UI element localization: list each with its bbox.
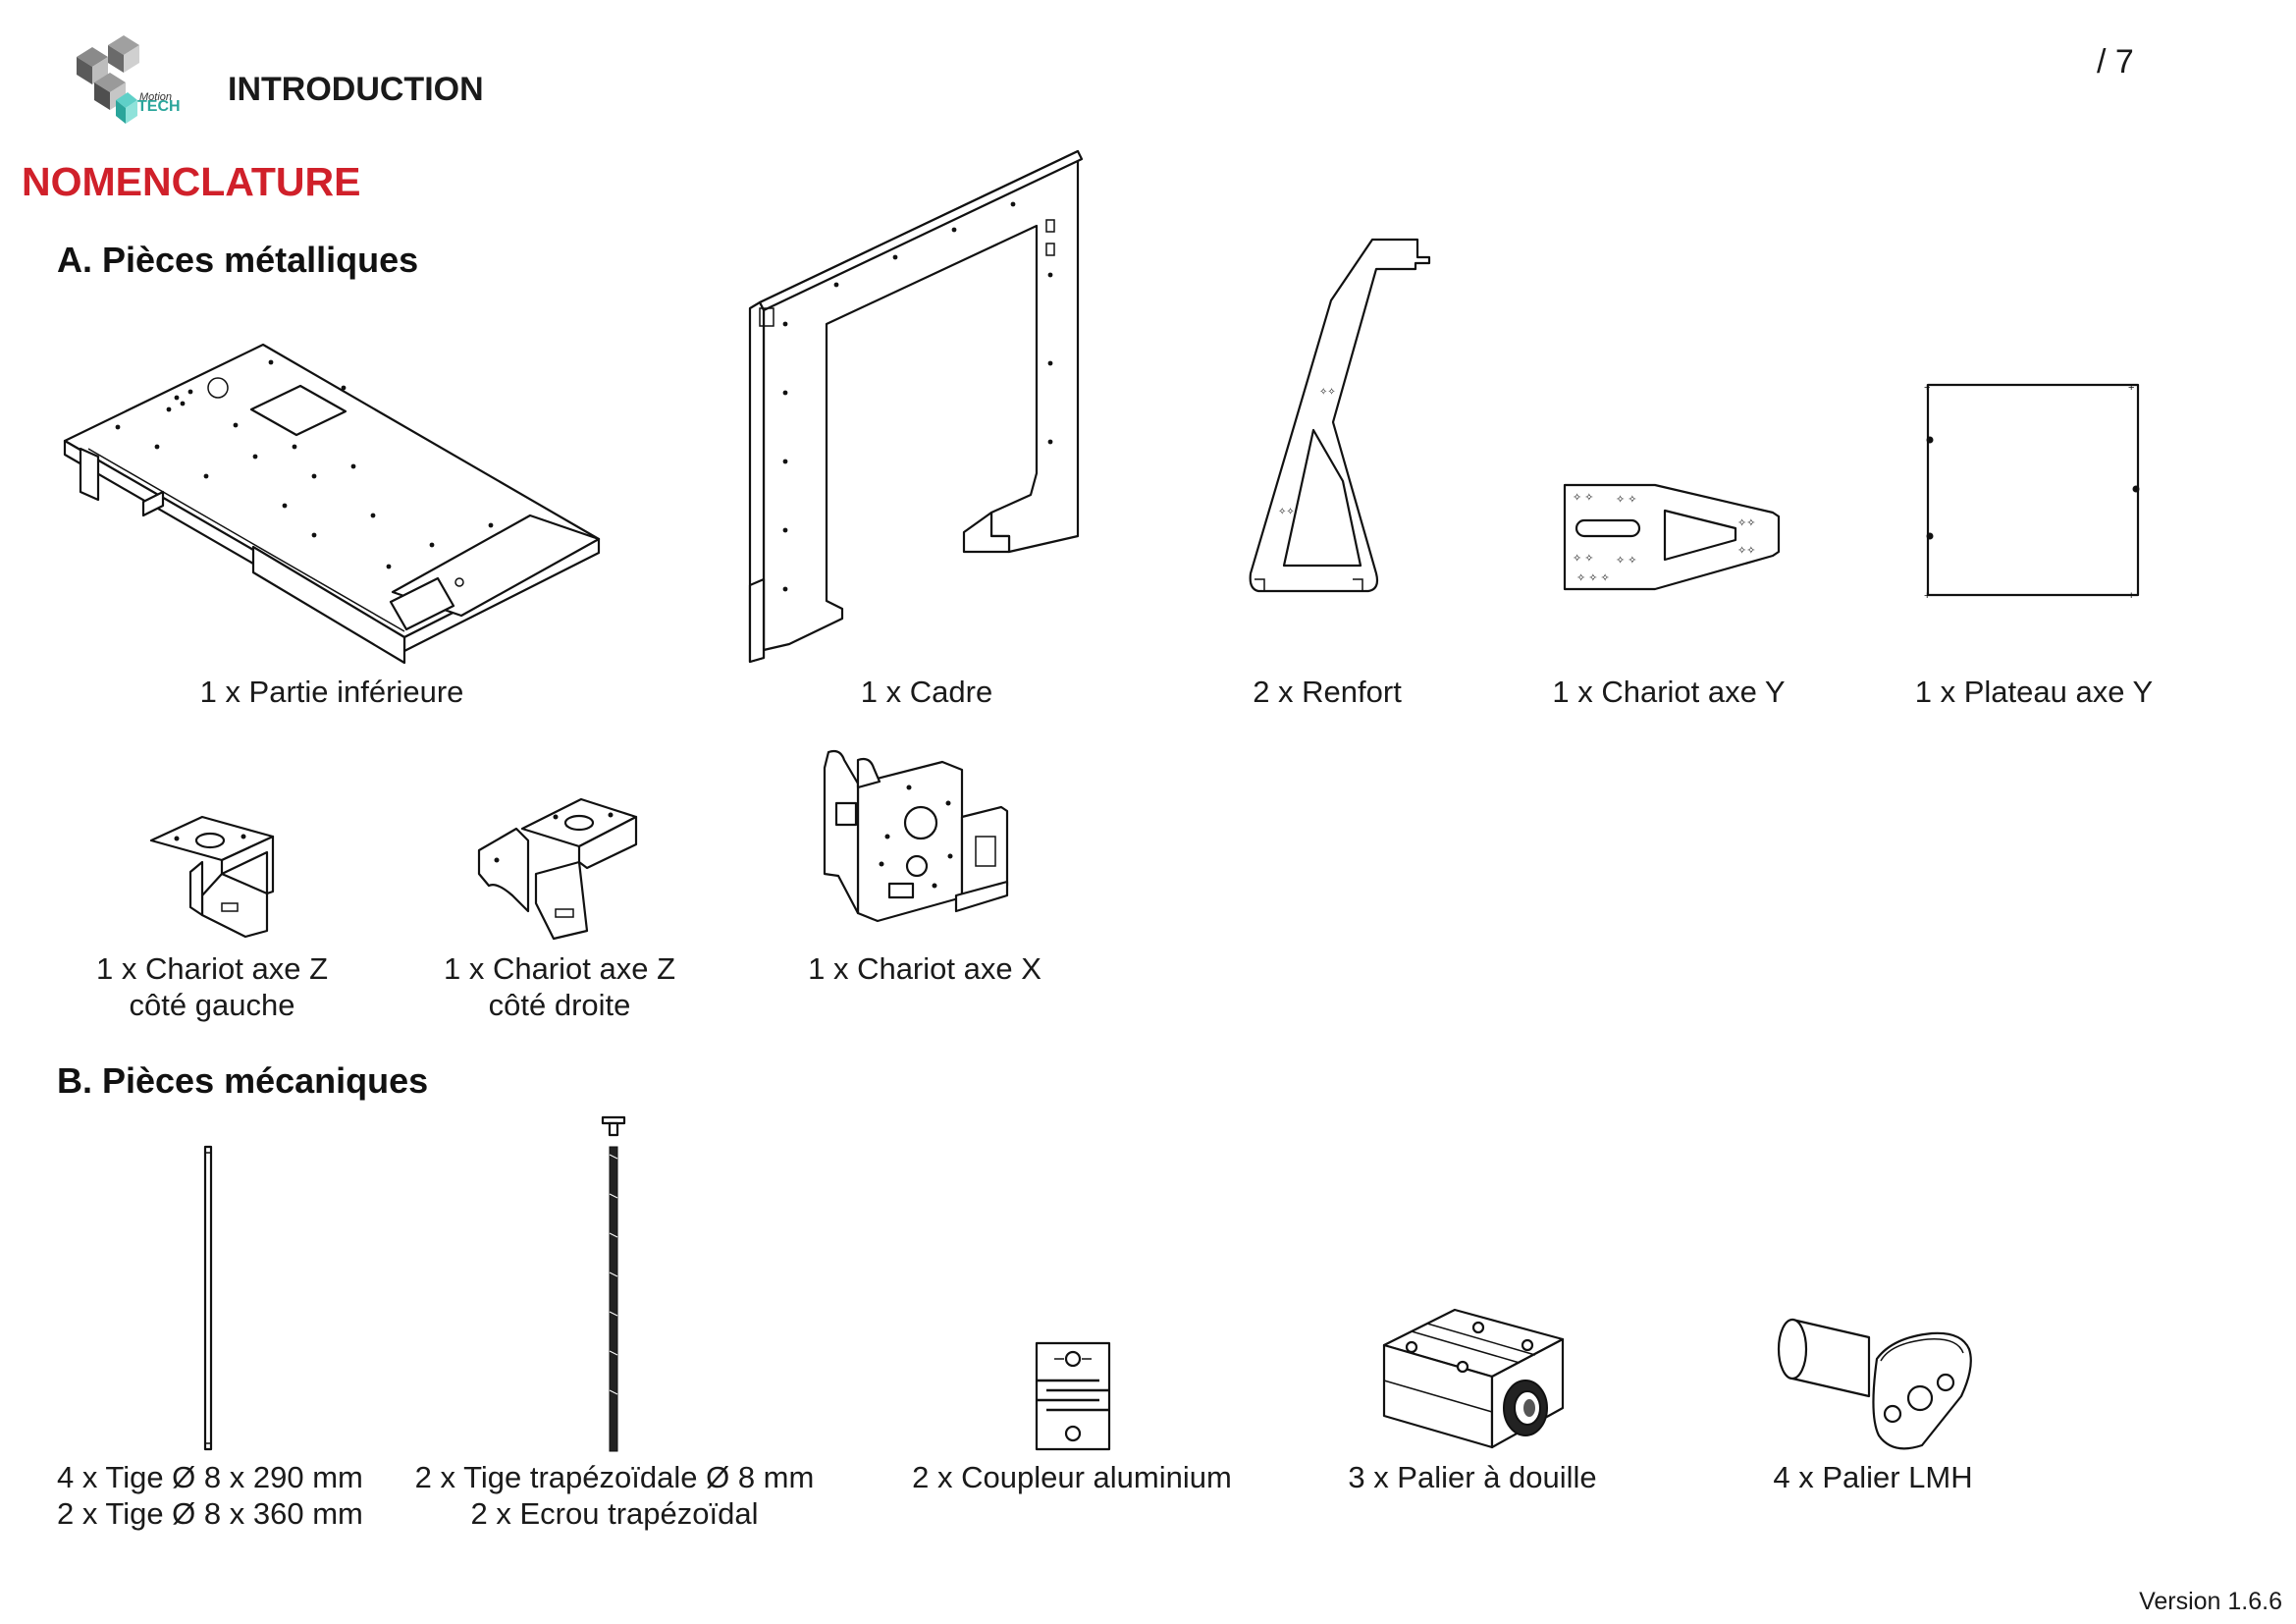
z-carriage-left-illustration: [147, 813, 277, 937]
header-title: INTRODUCTION: [228, 71, 484, 108]
svg-text:+: +: [2128, 382, 2134, 394]
svg-text:✧ ✧: ✧ ✧: [1573, 553, 1594, 565]
reinforcement-illustration: ✧✧ ✧✧: [1245, 236, 1441, 601]
brand-logo-text: TECH: [137, 98, 181, 115]
y-carriage-illustration: ✧ ✧ ✧ ✧ ✧ ✧ ✧ ✧ ✧✧ ✧✧ ✧ ✧ ✧: [1563, 481, 1781, 591]
caption-z-carriage-right-line2: côté droite: [488, 988, 631, 1022]
page-number: / 7: [2097, 43, 2134, 81]
svg-text:✧✧: ✧✧: [1278, 507, 1295, 517]
frame-illustration: [738, 147, 1082, 663]
lead-screw-illustration: [601, 1115, 628, 1453]
caption-z-carriage-left-line2: côté gauche: [129, 988, 295, 1022]
caption-bushing-bearing: 3 x Palier à douille: [1348, 1460, 1597, 1494]
caption-lmh-bearing: 4 x Palier LMH: [1773, 1460, 1973, 1494]
section-title-mechanical: B. Pièces mécaniques: [57, 1060, 429, 1101]
caption-lead-screw-line1: 2 x Tige trapézoïdale Ø 8 mm: [414, 1460, 815, 1494]
svg-text:+: +: [1924, 382, 1930, 394]
caption-coupler: 2 x Coupleur aluminium: [912, 1460, 1232, 1494]
lmh-bearing-illustration: [1775, 1308, 1977, 1455]
rod-illustration: [202, 1145, 214, 1451]
svg-text:✧✧: ✧✧: [1737, 545, 1755, 557]
z-carriage-right-illustration: [477, 793, 638, 939]
bottom-part-illustration: [59, 339, 609, 663]
caption-z-carriage-right-line1: 1 x Chariot axe Z: [443, 951, 676, 986]
y-bed-plate-illustration: + + + +: [1924, 382, 2140, 602]
caption-y-bed-plate: 1 x Plateau axe Y: [1914, 675, 2154, 709]
svg-text:✧ ✧: ✧ ✧: [1616, 555, 1637, 567]
caption-reinforcement: 2 x Renfort: [1253, 675, 1402, 709]
svg-text:+: +: [2128, 590, 2134, 602]
bushing-bearing-illustration: [1382, 1306, 1565, 1455]
section-title-metal: A. Pièces métalliques: [57, 240, 419, 280]
coupler-illustration: [1035, 1341, 1111, 1451]
caption-x-carriage: 1 x Chariot axe X: [808, 951, 1041, 986]
version-label: Version 1.6.6: [2139, 1588, 2282, 1615]
svg-text:+: +: [1924, 590, 1930, 602]
svg-text:✧✧: ✧✧: [1319, 387, 1336, 398]
page-title: NOMENCLATURE: [22, 159, 361, 204]
svg-text:✧✧: ✧✧: [1737, 517, 1755, 529]
svg-text:✧ ✧: ✧ ✧: [1573, 492, 1594, 504]
caption-lead-screw-line2: 2 x Ecrou trapézoïdal: [470, 1496, 759, 1531]
caption-frame: 1 x Cadre: [860, 675, 993, 709]
svg-text:✧ ✧ ✧: ✧ ✧ ✧: [1576, 572, 1610, 584]
brand-logo: Motion TECH: [73, 27, 185, 128]
x-carriage-illustration: [819, 748, 1015, 939]
caption-rod-line1: 4 x Tige Ø 8 x 290 mm: [57, 1460, 363, 1494]
caption-y-carriage: 1 x Chariot axe Y: [1552, 675, 1786, 709]
caption-bottom-part: 1 x Partie inférieure: [199, 675, 464, 709]
caption-rod-line2: 2 x Tige Ø 8 x 360 mm: [57, 1496, 363, 1531]
svg-text:✧ ✧: ✧ ✧: [1616, 494, 1637, 506]
svg-text:Motion: Motion: [139, 91, 172, 103]
caption-z-carriage-left-line1: 1 x Chariot axe Z: [95, 951, 329, 986]
